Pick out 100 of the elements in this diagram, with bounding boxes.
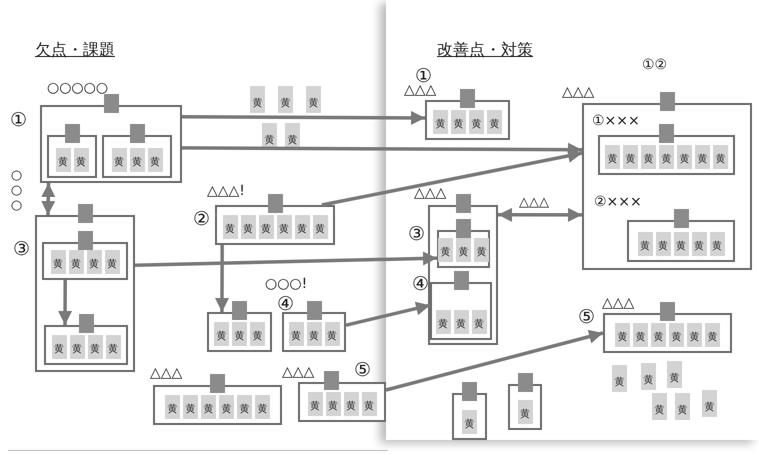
note-card: 黄 (362, 392, 376, 416)
step-number: ③ (13, 239, 30, 259)
note-card: 黄 (326, 392, 340, 416)
note-card: 黄 (88, 335, 102, 359)
box-heading: ○○○○○ (47, 80, 108, 96)
note-card: 黄 (70, 335, 84, 359)
note-card: 黄 (705, 323, 720, 347)
note-card: 黄 (451, 110, 466, 134)
note-card: 黄 (50, 250, 66, 274)
note-card: 黄 (106, 335, 120, 359)
box-heading: △△△ (562, 84, 594, 100)
box-heading: △△△ (150, 365, 182, 381)
note-card: 黄 (74, 148, 88, 172)
note-card: 黄 (651, 323, 666, 347)
note-card: 黄 (677, 145, 692, 169)
note-card: 黄 (692, 232, 706, 256)
arrow (182, 110, 426, 125)
note-card: 黄 (165, 395, 180, 419)
note-card: 黄 (713, 145, 728, 169)
note-card: 黄 (112, 148, 126, 172)
section-heading: 改善点・対策 (437, 40, 533, 61)
note-card: 黄 (288, 322, 304, 346)
note-card: 黄 (656, 232, 670, 256)
note-card: 黄 (308, 392, 322, 416)
note-card: 黄 (474, 238, 489, 262)
note-card: 黄 (104, 250, 120, 274)
note-card: 黄 (633, 323, 648, 347)
note-card: 黄 (324, 322, 340, 346)
note-card: 黄 (294, 215, 310, 239)
box-heading: △△△ (282, 364, 314, 380)
note-card: 黄 (615, 323, 630, 347)
step-number: ④ (412, 274, 430, 294)
arrow (498, 208, 582, 222)
step-number: ④ (277, 294, 294, 314)
arrow (386, 330, 604, 392)
arrow (41, 182, 56, 216)
note-card: 黄 (652, 393, 667, 420)
arrow (321, 148, 582, 207)
box-heading: ①② (642, 57, 668, 73)
step-number: ⑤ (578, 307, 596, 327)
note-card: 黄 (472, 310, 486, 334)
note-card: 黄 (456, 238, 471, 262)
note-card: 黄 (148, 148, 162, 172)
note-card: 黄 (659, 145, 674, 169)
note-card: 黄 (250, 86, 265, 113)
arrow (215, 245, 229, 312)
note-card: 黄 (86, 250, 102, 274)
note-card: 黄 (250, 322, 265, 346)
note-card: 黄 (518, 400, 532, 424)
note-card: 黄 (462, 410, 477, 434)
note-card: 黄 (702, 390, 717, 417)
note-card: 黄 (641, 363, 656, 390)
arrow (346, 302, 430, 327)
note-card: 黄 (454, 310, 468, 334)
note-card: 黄 (469, 110, 484, 134)
arrow (134, 251, 438, 267)
box-heading: △△△ (414, 185, 446, 201)
arrow (58, 280, 72, 325)
note-card: 黄 (183, 395, 198, 419)
step-number: ③ (408, 224, 426, 244)
box-heading: △△△ (602, 295, 634, 311)
edge-label: ○○○ (9, 168, 23, 213)
box-heading: △△△! (207, 183, 245, 199)
note-card: 黄 (669, 323, 684, 347)
section-heading: 欠点・課題 (35, 40, 115, 61)
note-card: 黄 (201, 395, 216, 419)
note-card: 黄 (214, 322, 229, 346)
note-card: 黄 (278, 86, 293, 113)
box-heading: ②××× (594, 194, 642, 210)
note-card: 黄 (623, 145, 638, 169)
note-card: 黄 (237, 395, 252, 419)
note-card: 黄 (130, 148, 144, 172)
note-card: 黄 (641, 145, 656, 169)
note-card: 黄 (667, 361, 682, 388)
note-card: 黄 (258, 215, 274, 239)
note-card: 黄 (687, 323, 702, 347)
note-card: 黄 (433, 110, 448, 134)
note-card: 黄 (56, 148, 70, 172)
note-card: 黄 (436, 310, 450, 334)
note-card: 黄 (675, 393, 690, 420)
step-number: ① (10, 110, 28, 130)
note-card: 黄 (240, 215, 256, 239)
note-card: 黄 (344, 392, 358, 416)
note-card: 黄 (306, 322, 322, 346)
note-card: 黄 (612, 365, 627, 392)
note-card: 黄 (312, 215, 328, 239)
edge-label: △△△ (519, 196, 549, 210)
note-card: 黄 (710, 232, 724, 256)
note-card: 黄 (438, 238, 453, 262)
note-card: 黄 (52, 335, 66, 359)
note-card: 黄 (674, 232, 688, 256)
note-card: 黄 (695, 145, 710, 169)
note-card: 黄 (255, 395, 270, 419)
note-card: 黄 (68, 250, 84, 274)
box-heading: ①××× (592, 113, 640, 129)
note-card: 黄 (605, 145, 620, 169)
note-card: 黄 (487, 110, 502, 134)
note-card: 黄 (222, 215, 238, 239)
step-number: ② (193, 209, 210, 229)
note-card: 黄 (232, 322, 247, 346)
